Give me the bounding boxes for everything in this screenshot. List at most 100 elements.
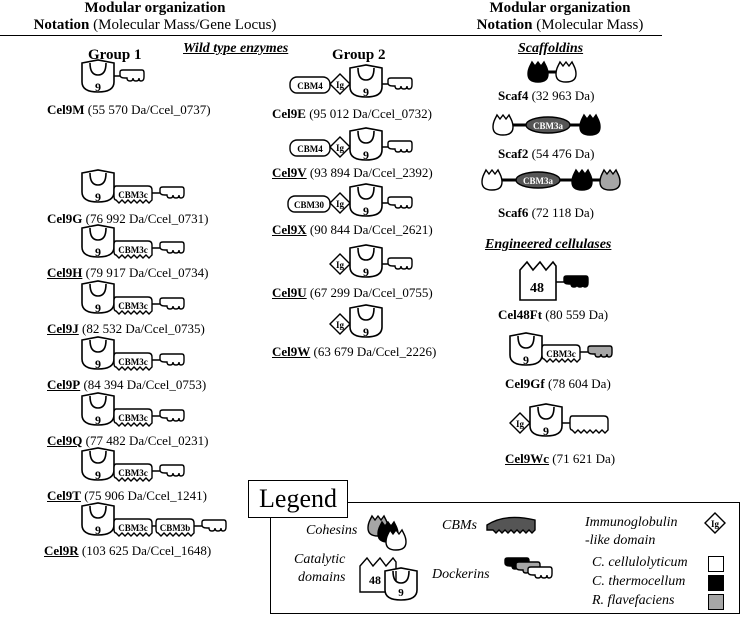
header-right: Modular organization Notation (Molecular… (460, 0, 660, 34)
legend-ig-line1: Immunoglobulin (585, 515, 678, 530)
cel9e-ig-label: Ig (336, 80, 345, 90)
cel9t-label: Cel9T (75 906 Da/Ccel_1241) (47, 488, 207, 504)
cel9w-label: Cel9W (63 679 Da/Ccel_2226) (272, 344, 436, 360)
legend-cat9-label: 9 (398, 587, 404, 599)
legend-catalytic-icons: 48 9 (359, 556, 418, 601)
cel9r-architecture: 9 CBM3c CBM3b (81, 502, 227, 537)
cel9gf-cbm-label: CBM3c (546, 349, 576, 359)
scaf6-label: Scaf6 (72 118 Da) (498, 205, 594, 221)
cel9h-cbm-label: CBM3c (118, 245, 148, 255)
cel9wc-detail: (71 621 Da) (549, 451, 616, 466)
cel9g-cbm-label: CBM3c (118, 190, 148, 200)
header-rule (0, 35, 662, 36)
cel9m-name: Cel9M (47, 102, 85, 117)
header-left-notation-detail: (Molecular Mass/Gene Locus) (89, 17, 277, 33)
legend-organism-thermocellum: C. thermocellum (592, 574, 686, 589)
group1-title: Group 1 (88, 47, 142, 63)
cel48ft-detail: (80 559 Da) (542, 307, 609, 322)
cel9u-ig-label: Ig (336, 260, 345, 270)
header-right-notation-detail: (Molecular Mass) (532, 17, 644, 33)
cel9r-label: Cel9R (103 625 Da/Ccel_1648) (44, 543, 211, 559)
cel9v-cat-label: 9 (363, 148, 369, 162)
cel9t-name: Cel9T (47, 488, 81, 503)
legend-cbm-icon (486, 516, 536, 534)
legend-cohesins-label: Cohesins (306, 523, 358, 538)
cel9j-cbm-label: CBM3c (118, 301, 148, 311)
scaf6-architecture: CBM3a (481, 169, 621, 191)
cel9x-ig-label: Ig (336, 199, 345, 209)
cel9v-ig-label: Ig (336, 143, 345, 153)
cel9q-detail: (77 482 Da/Ccel_0231) (82, 433, 209, 448)
cel9gf-detail: (78 604 Da) (544, 376, 611, 391)
scaf6-cbm-label: CBM3a (523, 176, 553, 186)
legend-dockerin-icons (504, 557, 553, 579)
legend-catalytic-line2: domains (298, 570, 346, 585)
scaf2-name: Scaf2 (498, 146, 529, 161)
legend-cat48-label: 48 (369, 573, 381, 587)
cel48ft-cat-label: 48 (530, 281, 544, 296)
cel9e-detail: (95 012 Da/Ccel_0732) (305, 106, 432, 121)
legend-organism-flavefaciens: R. flavefaciens (592, 593, 675, 608)
cel9gf-label: Cel9Gf (78 604 Da) (505, 376, 611, 392)
cel9t-cat-label: 9 (95, 468, 101, 482)
scaf4-label: Scaf4 (32 963 Da) (498, 88, 594, 104)
cel9u-architecture: Ig 9 (329, 244, 413, 279)
cel9gf-architecture: 9 CBM3c (509, 332, 613, 367)
cel9q-name: Cel9Q (47, 433, 83, 448)
cel9e-cat-label: 9 (363, 85, 369, 99)
cel9wc-ig-label: Ig (516, 419, 525, 429)
cel9g-cat-label: 9 (95, 190, 101, 204)
cel9x-cbm-label: CBM30 (294, 200, 324, 210)
scaf6-name: Scaf6 (498, 205, 529, 220)
scaf4-architecture (527, 61, 577, 83)
cel9h-detail: (79 917 Da/Ccel_0734) (82, 265, 209, 280)
scaf2-label: Scaf2 (54 476 Da) (498, 146, 594, 162)
cel9w-cat-label: 9 (363, 325, 369, 339)
cel9t-cbm-label: CBM3c (118, 468, 148, 478)
cel9u-detail: (67 299 Da/Ccel_0755) (306, 285, 433, 300)
scaf4-detail: (32 963 Da) (528, 88, 595, 103)
cel9w-architecture: Ig 9 (329, 304, 383, 339)
scaf2-architecture: CBM3a (492, 114, 601, 136)
cel9gf-cat-label: 9 (523, 353, 529, 367)
cel9x-detail: (90 844 Da/Ccel_2621) (306, 222, 433, 237)
cel9q-label: Cel9Q (77 482 Da/Ccel_0231) (47, 433, 208, 449)
cel9v-cbm-label: CBM4 (297, 144, 323, 154)
cel9wc-name: Cel9Wc (505, 451, 550, 466)
scaf4-name: Scaf4 (498, 88, 529, 103)
legend-box (270, 502, 740, 614)
cel9r-cbm3b-label: CBM3b (160, 523, 191, 533)
cel9j-name: Cel9J (47, 321, 79, 336)
cel9wc-label: Cel9Wc (71 621 Da) (505, 451, 615, 467)
cel9e-cbm-label: CBM4 (297, 81, 323, 91)
header-left: Modular organization Notation (Molecular… (0, 0, 310, 34)
cel9j-cat-label: 9 (95, 301, 101, 315)
legend-organism-cellulolyticum: C. cellulolyticum (592, 555, 688, 570)
cel9v-name: Cel9V (272, 165, 307, 180)
cel9u-label: Cel9U (67 299 Da/Ccel_0755) (272, 285, 433, 301)
cel48ft-architecture: 48 (519, 260, 589, 301)
cel9w-ig-label: Ig (336, 320, 345, 330)
scaf6-detail: (72 118 Da) (528, 205, 594, 220)
cel48ft-name: Cel48Ft (498, 307, 543, 322)
engineered-title: Engineered cellulases (485, 237, 612, 252)
wild-type-title: Wild type enzymes (183, 41, 289, 56)
legend-ig-line2: -like domain (585, 533, 656, 548)
cel9p-label: Cel9P (84 394 Da/Ccel_0753) (47, 377, 206, 393)
header-left-notation: Notation (33, 17, 90, 33)
scaf2-detail: (54 476 Da) (528, 146, 595, 161)
cel9v-architecture: CBM4 Ig 9 (289, 127, 413, 162)
cel9x-architecture: CBM30 Ig 9 (287, 183, 413, 218)
cel9wc-architecture: Ig 9 (509, 403, 609, 438)
cel48ft-label: Cel48Ft (80 559 Da) (498, 307, 608, 323)
cel9q-cbm-label: CBM3c (118, 413, 148, 423)
legend-cbms-label: CBMs (442, 518, 477, 533)
cel9p-name: Cel9P (47, 377, 81, 392)
cel9m-cat-label: 9 (95, 80, 101, 94)
legend-title: Legend (248, 480, 348, 518)
cel9m-detail: (55 570 Da/Ccel_0737) (84, 102, 211, 117)
cel9j-architecture: 9 CBM3c (81, 280, 185, 315)
cel9e-name: Cel9E (272, 106, 306, 121)
cel9q-cat-label: 9 (95, 413, 101, 427)
cel9j-label: Cel9J (82 532 Da/Ccel_0735) (47, 321, 205, 337)
